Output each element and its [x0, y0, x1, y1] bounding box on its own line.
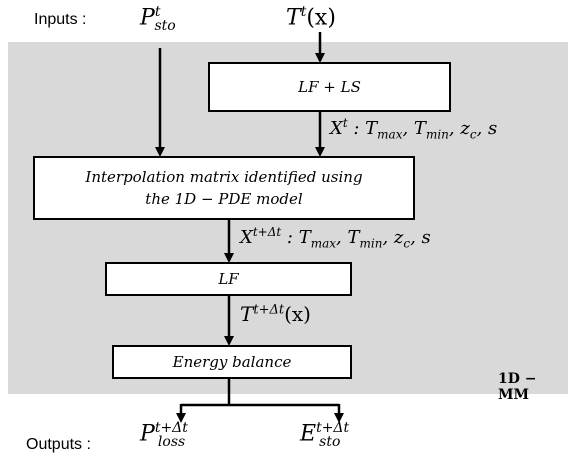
xdt-base: X — [240, 227, 253, 248]
interp-line-2: the 1D − PDE model — [145, 190, 303, 208]
interp-line-1: Interpolation matrix identified using — [85, 168, 363, 186]
output-e-sto: Et+Δtsto — [300, 420, 349, 450]
output-p-loss: Pt+Δtloss — [140, 420, 188, 450]
p-base: P — [140, 5, 155, 31]
xdt-sup: t+Δt — [252, 225, 282, 239]
xt-min: min — [425, 127, 449, 142]
inputs-label: Inputs : — [34, 11, 87, 28]
xt-base: X — [330, 118, 343, 139]
input-p-sto: Ptsto — [140, 4, 176, 34]
xt-sup: t — [342, 116, 348, 130]
xdt-c: c — [403, 236, 411, 251]
ploss-base: P — [140, 421, 155, 447]
esto-base: E — [300, 421, 317, 447]
xt-tail: : T — [347, 118, 378, 139]
ploss-sup: t+Δt — [154, 420, 188, 436]
xdt-tail: : T — [281, 227, 311, 248]
tdt-sup: t+Δt — [253, 302, 285, 318]
energy-balance-box: Energy balance — [112, 345, 352, 379]
xt-t4: , s — [476, 118, 498, 139]
xt-t2: , T — [402, 118, 426, 139]
xdt-t2: , T — [336, 227, 360, 248]
edge-label-tdt: Tt+Δt(x) — [240, 302, 311, 326]
t-base: T — [286, 5, 301, 31]
input-t-x: Tt(x) — [286, 4, 336, 30]
tdt-tail: (x) — [284, 302, 311, 326]
xdt-max: max — [310, 236, 337, 251]
lf-box: LF — [105, 262, 352, 296]
outputs-label: Outputs : — [26, 436, 91, 453]
interpolation-matrix-box: Interpolation matrix identified using th… — [33, 156, 415, 220]
esto-sup: t+Δt — [316, 420, 350, 436]
edge-label-xt: Xt : Tmax, Tmin, zc, s — [330, 116, 497, 142]
t-tail: (x) — [306, 5, 336, 31]
xdt-min: min — [359, 236, 383, 251]
tdt-base: T — [240, 302, 254, 326]
p-sup: t — [154, 4, 161, 20]
xt-t3: , z — [448, 118, 470, 139]
esto-sub: sto — [319, 433, 341, 450]
edge-label-xdt: Xt+Δt : Tmax, Tmin, zc, s — [240, 225, 431, 251]
t-sup: t — [300, 4, 307, 20]
xdt-t4: , s — [410, 227, 431, 248]
xt-max: max — [377, 127, 403, 142]
ploss-sub: loss — [157, 433, 186, 450]
model-tag: 1D − MM — [498, 371, 537, 403]
p-sub: sto — [154, 17, 176, 34]
xdt-t3: , z — [382, 227, 404, 248]
xt-c: c — [469, 127, 477, 142]
lf-ls-box: LF + LS — [208, 62, 451, 112]
